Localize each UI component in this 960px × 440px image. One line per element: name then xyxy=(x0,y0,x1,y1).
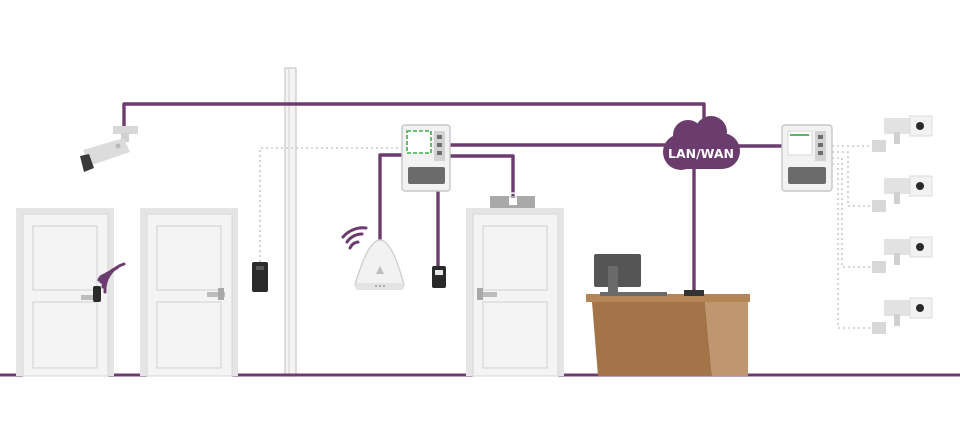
cloud-network-icon: LAN/WAN xyxy=(663,116,740,170)
card-reader-icon xyxy=(432,266,446,288)
desktop-monitor-icon xyxy=(594,254,667,296)
network-switch xyxy=(684,290,704,296)
bullet-camera-icon xyxy=(872,297,933,334)
card-reader-icon xyxy=(252,262,268,292)
reception-desk xyxy=(586,294,750,376)
cable-camera-to-cloud xyxy=(122,102,706,127)
access-controller-icon xyxy=(401,124,451,192)
wall-divider xyxy=(284,67,297,377)
wifi-signal-icon xyxy=(97,262,126,294)
door-icon xyxy=(16,208,114,377)
dome-camera-icon xyxy=(80,126,138,172)
padlock-icon xyxy=(490,192,535,208)
wireless-hub-icon xyxy=(354,239,405,290)
wifi-signal-icon xyxy=(341,226,368,250)
network-cables xyxy=(122,102,782,292)
access-controller-icon xyxy=(781,124,833,192)
dotted-links-cameras xyxy=(832,145,872,329)
cloud-label: LAN/WAN xyxy=(668,146,734,161)
bullet-camera-icon xyxy=(872,115,933,152)
door-icon xyxy=(140,208,238,377)
door-icon xyxy=(466,208,564,377)
bullet-camera-icon xyxy=(872,175,933,212)
cable-controller-to-hub xyxy=(378,153,405,255)
bullet-camera-icon xyxy=(872,236,933,273)
cable-controller-to-lock xyxy=(446,154,515,196)
